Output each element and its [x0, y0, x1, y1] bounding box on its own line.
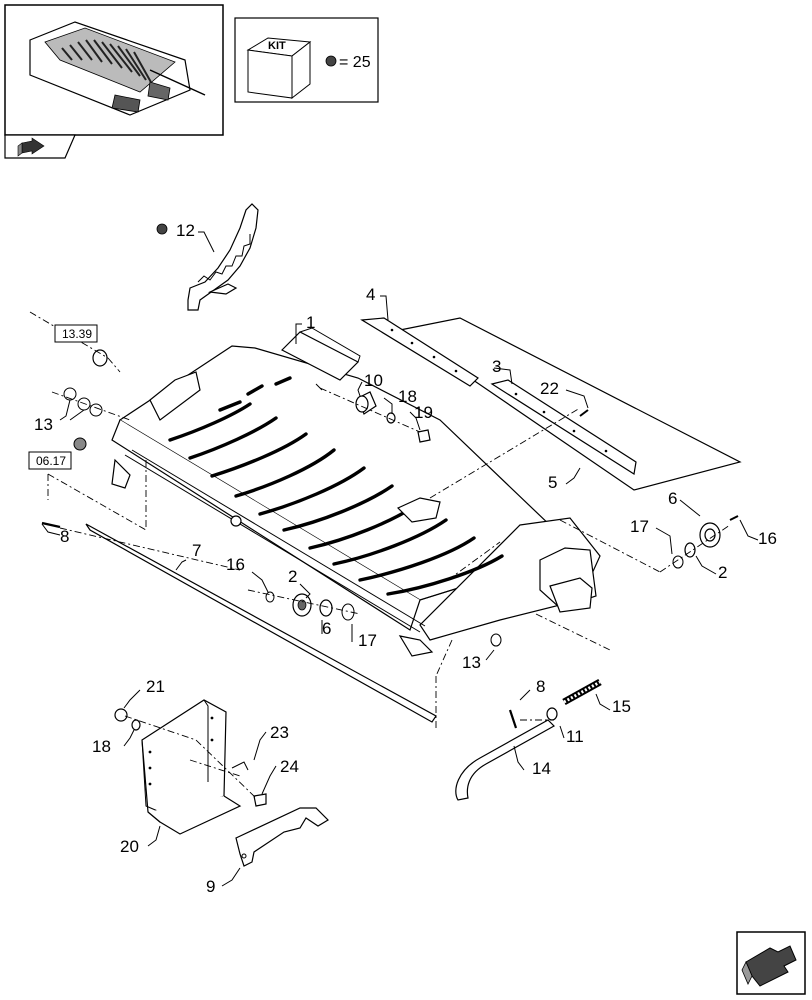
leader-lines [41, 231, 759, 887]
kit-label: KIT [268, 40, 286, 52]
callout-19: 19 [414, 403, 433, 422]
callout-18-bottom: 18 [92, 737, 111, 756]
callout-16-bottom: 16 [226, 555, 245, 574]
left-bearing [73, 349, 108, 451]
callout-7: 7 [192, 541, 201, 560]
callout-2-bottom: 2 [288, 567, 297, 586]
part-4-strip [360, 317, 479, 387]
callout-3: 3 [492, 357, 501, 376]
back-arrow-icon[interactable] [17, 137, 45, 157]
assembly-centerlines [29, 311, 731, 799]
reference-13-39[interactable]: 13.39 [54, 324, 98, 343]
thumbnail-panel[interactable] [4, 4, 224, 159]
part-9-plate [235, 807, 329, 867]
svg-text:13.39: 13.39 [62, 327, 92, 341]
part-17-snap-ring-bottom [341, 603, 355, 621]
part-19-bolt [417, 429, 431, 443]
callout-9: 9 [206, 877, 215, 896]
part-6-ring-bottom [319, 599, 333, 617]
callout-6-bottom: 6 [322, 619, 331, 638]
part-16-clip-bottom [265, 591, 275, 603]
part-14-rod-bent [455, 719, 555, 801]
callout-21: 21 [146, 677, 165, 696]
callout-13-right: 13 [462, 653, 481, 672]
part-6-bearing-right [699, 522, 721, 548]
part-3-strip [490, 379, 637, 475]
part-20-bracket [141, 699, 242, 835]
part-23-clip [231, 761, 249, 771]
callout-13-left: 13 [34, 415, 53, 434]
callout-1: 1 [306, 313, 315, 332]
part-18-washer-bottom [131, 719, 141, 731]
part-22-screw [579, 409, 589, 417]
part-17-snap-ring-right [672, 555, 684, 569]
kit-dot-icon [325, 55, 337, 67]
part-16-clip-right [729, 515, 739, 521]
reference-06-17[interactable]: 06.17 [28, 451, 72, 470]
callout-4: 4 [366, 285, 375, 304]
part-24-pin [253, 793, 267, 807]
callout-23: 23 [270, 723, 289, 742]
callout-24: 24 [280, 757, 299, 776]
callout-15: 15 [612, 697, 631, 716]
callout-17-right: 17 [630, 517, 649, 536]
part-1-slotted-pan [111, 327, 601, 657]
part-13-clip-right [490, 633, 502, 647]
callout-12: 12 [176, 221, 195, 240]
callout-10: 10 [364, 371, 383, 390]
part-5-cover-sheet [398, 317, 742, 491]
hardware-pin-top [315, 383, 323, 391]
callout-8-left: 8 [60, 527, 69, 546]
svg-text:06.17: 06.17 [36, 454, 66, 468]
part-11-washer [546, 707, 558, 721]
kit-cube-icon [246, 37, 312, 100]
part-12-toothed-guide [187, 203, 259, 311]
callout-6-right: 6 [668, 489, 677, 508]
callout-17-bottom: 17 [358, 631, 377, 650]
callout-labels: 12 1 4 3 22 10 18 19 5 13 8 7 16 2 6 17 … [34, 221, 777, 896]
callout-14: 14 [532, 759, 551, 778]
next-page-arrow-icon[interactable] [736, 931, 806, 995]
kit-dot-icon-part-12 [156, 223, 168, 235]
callout-16-right: 16 [758, 529, 777, 548]
callout-22: 22 [540, 379, 559, 398]
callout-8-right: 8 [536, 677, 545, 696]
thumbnail-assembly-image [29, 21, 206, 116]
part-8-pin-left [41, 521, 61, 529]
callout-18-top: 18 [398, 387, 417, 406]
part-8-pin-right [508, 709, 518, 729]
part-18-washer-top [386, 412, 396, 424]
callout-20: 20 [120, 837, 139, 856]
part-21-nut [114, 708, 128, 722]
callout-5: 5 [548, 473, 557, 492]
callout-11: 11 [566, 727, 584, 746]
callout-2-right: 2 [718, 563, 727, 582]
kit-quantity: = 25 [339, 54, 371, 71]
kit-legend: KIT = 25 [234, 17, 379, 103]
part-7-rod [85, 523, 437, 723]
part-15-spring [562, 678, 602, 706]
